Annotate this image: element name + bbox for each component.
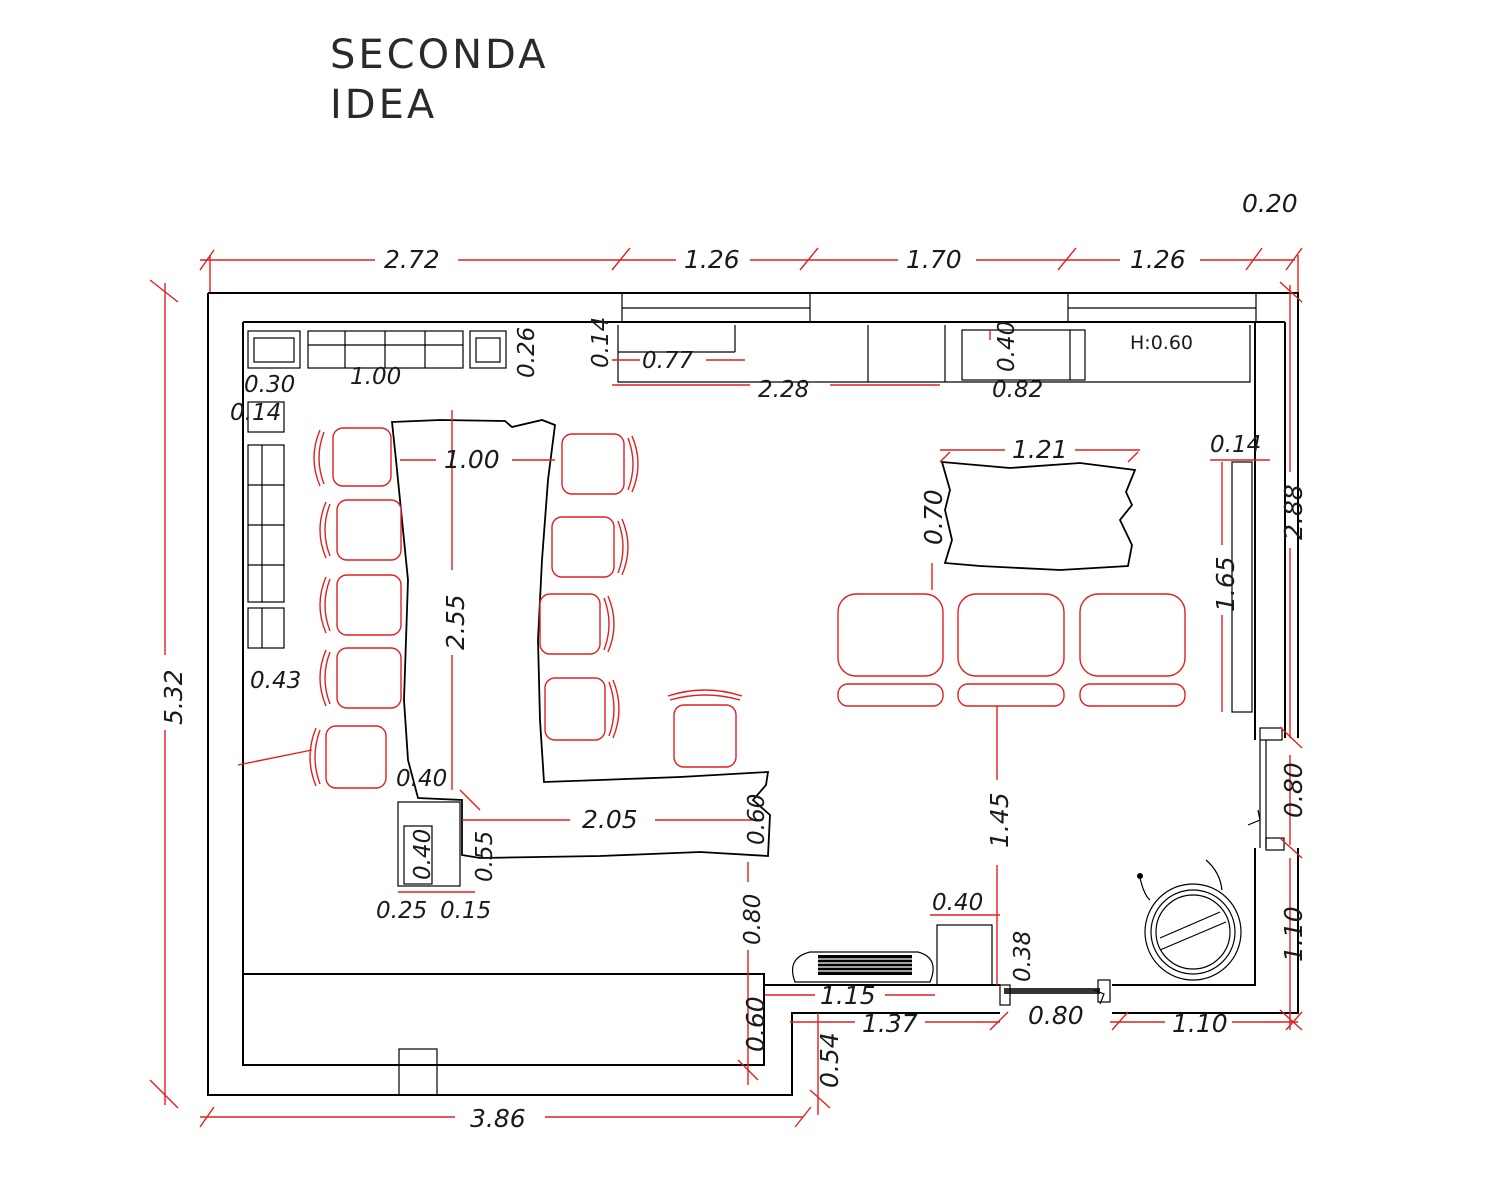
- top-windows: [621, 292, 1257, 323]
- small-table: [940, 460, 1137, 571]
- chairs-right: [539, 433, 743, 768]
- sofa: [837, 593, 1186, 707]
- cabinet: [936, 924, 993, 986]
- chairs-left: [309, 427, 402, 789]
- dim-bottom-step: 0.54: [815, 1032, 844, 1088]
- dim-table-leg: 2.05: [582, 805, 638, 834]
- dim-shelf-height: 0.26: [514, 327, 540, 378]
- dim-box-top: 0.40: [396, 766, 447, 792]
- dim-top-overall: 0.20: [1242, 189, 1298, 218]
- dim-box-height: 0.55: [472, 831, 498, 882]
- dim-small-table-width: 1.21: [1012, 435, 1068, 464]
- dim-right-door: 0.80: [1279, 762, 1308, 818]
- dim-box-a: 0.25: [376, 898, 427, 924]
- dim-shelf-depth: 0.14: [230, 400, 281, 426]
- dim-table-width: 1.00: [444, 445, 500, 474]
- l-shaped-table: [391, 419, 771, 859]
- left-wall-shelving: [247, 401, 285, 649]
- dim-left-total: 5.32: [159, 669, 188, 725]
- right-door: [1247, 727, 1285, 851]
- dim-bottom-door: 0.80: [1028, 1001, 1084, 1030]
- dim-bottom-2: 1.37: [862, 1009, 918, 1038]
- height-note: H:0.60: [1130, 332, 1193, 354]
- dim-to-wall: 0.80: [740, 894, 766, 945]
- bottom-door: [999, 979, 1111, 1006]
- dim-sofa-to-wall: 1.45: [985, 792, 1014, 848]
- dim-bottom-step2: 0.60: [741, 996, 770, 1052]
- dim-shelf-width: 1.00: [350, 364, 401, 390]
- dim-bottom-1: 1.15: [820, 981, 876, 1010]
- dim-right-upper: 2.88: [1279, 484, 1308, 540]
- column: [398, 1048, 438, 1096]
- heater: [791, 951, 934, 983]
- title-line-2: IDEA: [330, 82, 437, 128]
- dim-top-3: 1.70: [906, 245, 962, 274]
- dim-top-2: 1.26: [684, 245, 740, 274]
- right-wall-shelf: [1231, 461, 1253, 713]
- dim-leg-depth: 0.60: [744, 794, 770, 845]
- dim-counter-top: 0.14: [588, 317, 614, 368]
- top-left-shelving: [247, 330, 507, 369]
- dim-wall-gap: 0.43: [250, 668, 301, 694]
- dim-top-1: 2.72: [384, 245, 440, 274]
- dim-cabinet-height: 0.38: [1010, 931, 1036, 982]
- dimension-lines: [149, 247, 1303, 1128]
- dim-right-lower: 1.10: [1279, 906, 1308, 962]
- dim-box-b: 0.15: [440, 898, 491, 924]
- dim-small-table-height: 0.70: [919, 489, 948, 545]
- outer-walls: [207, 292, 1299, 1096]
- top-counter: [617, 325, 1251, 383]
- dim-counter-width: 0.82: [992, 377, 1043, 403]
- dim-counter-depth: 0.40: [994, 321, 1020, 372]
- dim-box-inner: 0.40: [410, 829, 436, 880]
- dim-right-shelf-height: 1.65: [1211, 556, 1240, 612]
- dim-counter-long: 2.28: [758, 377, 809, 403]
- dim-top-4: 1.26: [1130, 245, 1186, 274]
- dim-bottom-left: 3.86: [470, 1104, 526, 1133]
- dim-right-shelf-depth: 0.14: [1210, 432, 1261, 458]
- small-box: [397, 801, 461, 887]
- dim-counter-segment: 0.77: [642, 348, 694, 374]
- round-stove-icon: [1137, 859, 1242, 981]
- dim-table-length: 2.55: [441, 594, 470, 650]
- dim-bottom-3: 1.10: [1172, 1009, 1228, 1038]
- dim-cabinet-width: 0.40: [932, 890, 983, 916]
- dim-shelf-left: 0.30: [244, 372, 295, 398]
- title-line-1: SECONDA: [330, 32, 548, 78]
